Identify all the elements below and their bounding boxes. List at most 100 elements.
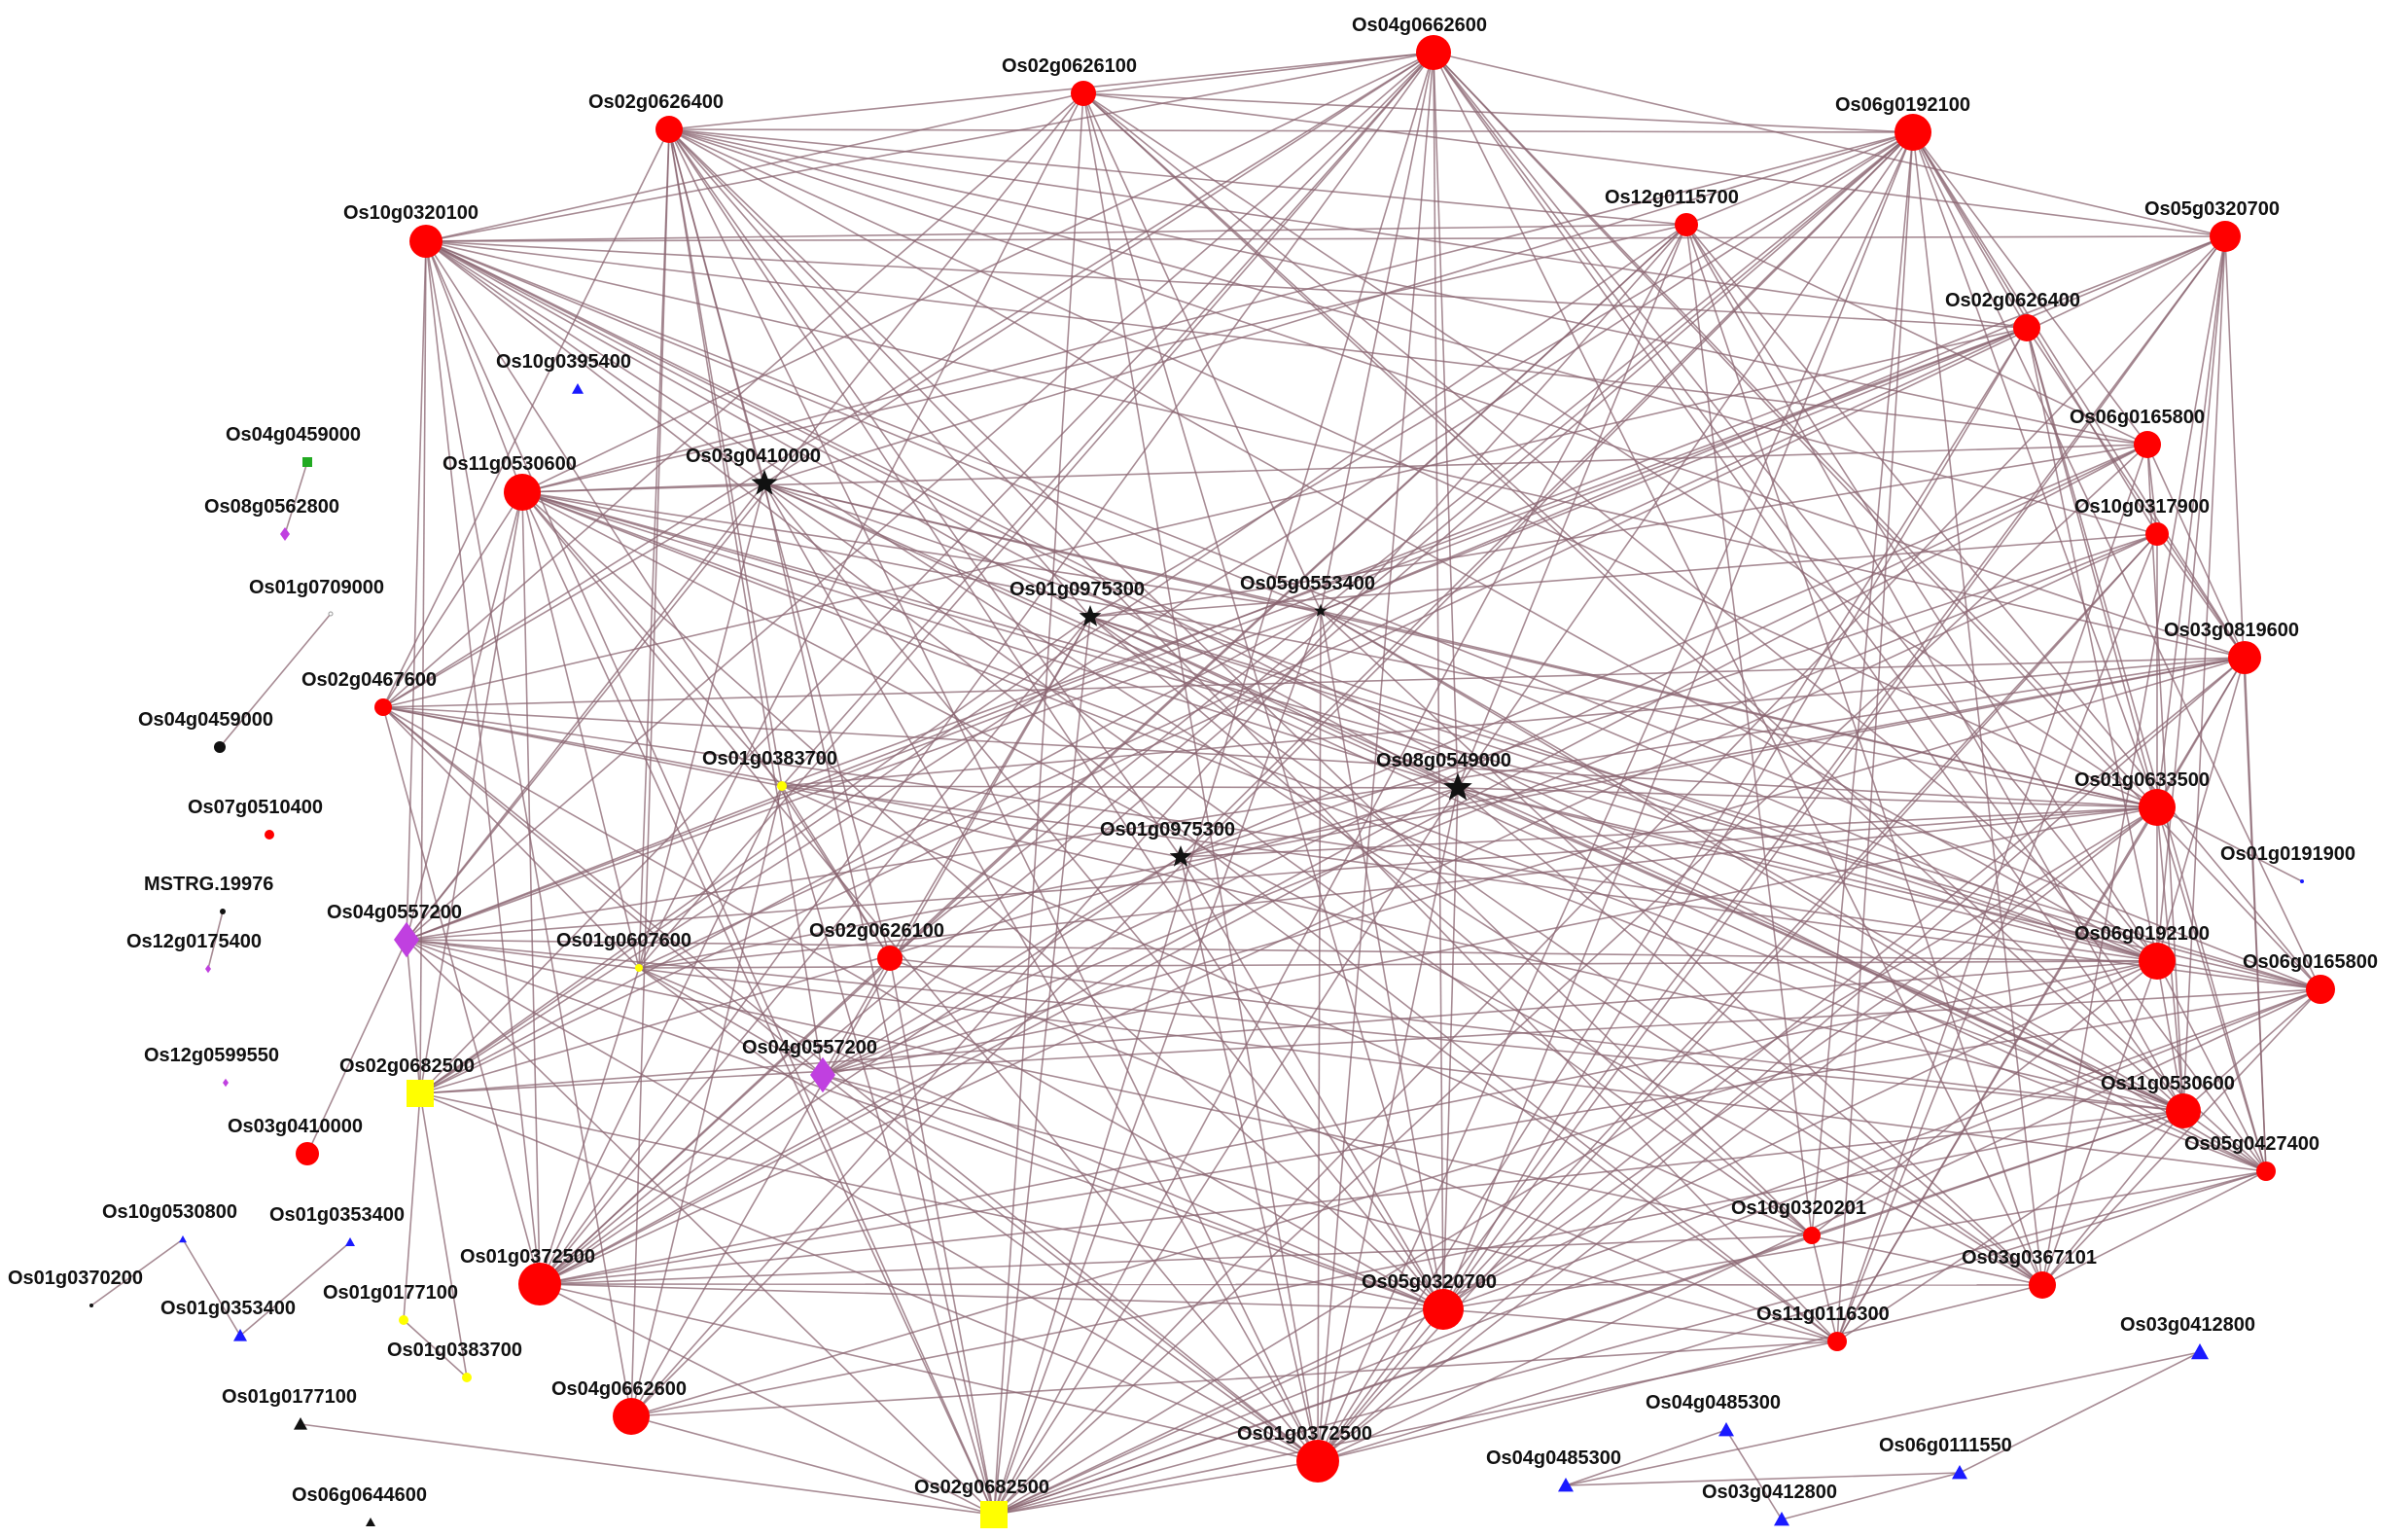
node-54-triangle[interactable] <box>1718 1422 1734 1437</box>
node-12-star[interactable] <box>751 469 778 495</box>
node-57-triangle[interactable] <box>1558 1478 1574 1492</box>
node-35-square[interactable] <box>407 1080 434 1107</box>
node-14-circle[interactable] <box>2145 522 2169 546</box>
node-56-circle[interactable] <box>1296 1440 1339 1483</box>
node-36-diamond[interactable] <box>810 1056 835 1093</box>
edge-132 <box>2026 327 2158 962</box>
node-label-38: Os03g0410000 <box>228 1116 363 1137</box>
node-17-star[interactable] <box>1314 603 1328 617</box>
node-label-6: Os05g0320700 <box>2144 198 2280 220</box>
node-58-triangle[interactable] <box>1774 1512 1789 1526</box>
edge-324 <box>993 1460 1319 1516</box>
edge-338 <box>1781 1472 1961 1520</box>
node-26-circle[interactable] <box>2300 879 2304 883</box>
node-37-circle[interactable] <box>2166 1093 2201 1128</box>
node-28-diamond[interactable] <box>394 921 419 958</box>
node-1-circle[interactable] <box>1071 81 1096 106</box>
node-41-triangle[interactable] <box>345 1237 355 1246</box>
node-27-circle[interactable] <box>220 909 226 914</box>
edge-15 <box>419 52 1434 1094</box>
node-50-triangle[interactable] <box>2191 1343 2209 1360</box>
node-13-diamond[interactable] <box>280 527 290 541</box>
node-31-circle[interactable] <box>877 946 903 971</box>
node-21-circle[interactable] <box>777 781 787 791</box>
edge-32 <box>1082 92 2184 1112</box>
node-label-50: Os03g0412800 <box>2120 1314 2255 1336</box>
node-16-star[interactable] <box>1079 605 1102 626</box>
node-19-circle[interactable] <box>374 698 392 716</box>
edge-218 <box>382 706 2158 808</box>
edge-293 <box>419 1092 1444 1310</box>
node-40-triangle[interactable] <box>179 1235 187 1243</box>
edge-225 <box>781 785 1459 789</box>
node-10-square[interactable] <box>302 457 312 467</box>
edge-318 <box>1317 1308 1444 1462</box>
edge-138 <box>1089 444 2148 618</box>
edge-36 <box>993 92 1084 1516</box>
edge-190 <box>1089 616 1813 1236</box>
edge-188 <box>419 616 1091 1094</box>
node-25-star[interactable] <box>1169 845 1192 867</box>
node-55-triangle[interactable] <box>1952 1465 1967 1480</box>
node-44-circle[interactable] <box>518 1263 561 1305</box>
node-59-square[interactable] <box>980 1501 1008 1528</box>
node-3-circle[interactable] <box>1895 114 1931 151</box>
edge-102 <box>521 224 1687 493</box>
node-6-circle[interactable] <box>2210 221 2241 252</box>
node-4-circle[interactable] <box>409 225 443 258</box>
node-22-star[interactable] <box>1443 772 1472 801</box>
edge-16 <box>1433 52 2184 1112</box>
edge-337 <box>1959 1351 2201 1474</box>
node-48-circle[interactable] <box>399 1315 408 1325</box>
node-53-circle[interactable] <box>613 1398 650 1435</box>
edge-336 <box>1565 1351 2201 1486</box>
node-24-circle[interactable] <box>265 830 274 840</box>
node-18-circle[interactable] <box>2228 641 2261 674</box>
node-34-diamond[interactable] <box>223 1078 229 1088</box>
node-46-circle[interactable] <box>2029 1271 2056 1299</box>
edge-180 <box>539 533 2158 1285</box>
node-2-circle[interactable] <box>655 116 683 143</box>
edge-124 <box>993 235 2226 1516</box>
node-label-12: Os03g0410000 <box>686 446 821 467</box>
node-23-circle[interactable] <box>2139 789 2176 826</box>
node-20-circle[interactable] <box>214 741 226 753</box>
node-label-55: Os06g0111550 <box>1879 1435 2012 1456</box>
node-29-diamond[interactable] <box>205 964 211 974</box>
edge-226 <box>781 785 891 959</box>
node-49-circle[interactable] <box>1827 1332 1847 1351</box>
node-33-circle[interactable] <box>2306 975 2335 1004</box>
node-9-circle[interactable] <box>2134 431 2161 458</box>
node-47-triangle[interactable] <box>233 1329 247 1341</box>
node-43-circle[interactable] <box>89 1304 93 1307</box>
node-52-triangle[interactable] <box>294 1417 307 1430</box>
node-42-circle[interactable] <box>1803 1227 1821 1244</box>
node-39-circle[interactable] <box>2256 1162 2276 1181</box>
node-32-circle[interactable] <box>2139 943 2176 980</box>
edge-179 <box>822 533 2158 1076</box>
edge-195 <box>1320 610 2158 808</box>
edge-334 <box>1725 1429 1783 1520</box>
node-8-triangle[interactable] <box>572 383 584 394</box>
node-60-triangle[interactable] <box>366 1518 375 1526</box>
node-51-circle[interactable] <box>462 1373 472 1382</box>
edge-194 <box>993 616 1091 1516</box>
edge-37 <box>668 128 1914 133</box>
node-label-51: Os01g0383700 <box>387 1340 522 1361</box>
node-15-circle[interactable] <box>328 611 334 617</box>
edge-3 <box>1433 52 2226 237</box>
node-label-43: Os01g0370200 <box>8 1268 143 1289</box>
node-5-circle[interactable] <box>1675 213 1698 236</box>
edge-119 <box>2182 235 2226 1112</box>
edge-252 <box>1317 806 2158 1462</box>
node-38-circle[interactable] <box>296 1142 319 1165</box>
node-30-circle[interactable] <box>635 964 643 972</box>
node-45-circle[interactable] <box>1423 1289 1464 1330</box>
edge-223 <box>382 706 1444 1310</box>
node-0-circle[interactable] <box>1416 35 1451 70</box>
node-label-41: Os01g0353400 <box>269 1204 405 1226</box>
node-7-circle[interactable] <box>2013 314 2040 341</box>
node-11-circle[interactable] <box>504 474 541 511</box>
edge-295 <box>539 1074 824 1285</box>
edge-307 <box>2041 1170 2267 1286</box>
